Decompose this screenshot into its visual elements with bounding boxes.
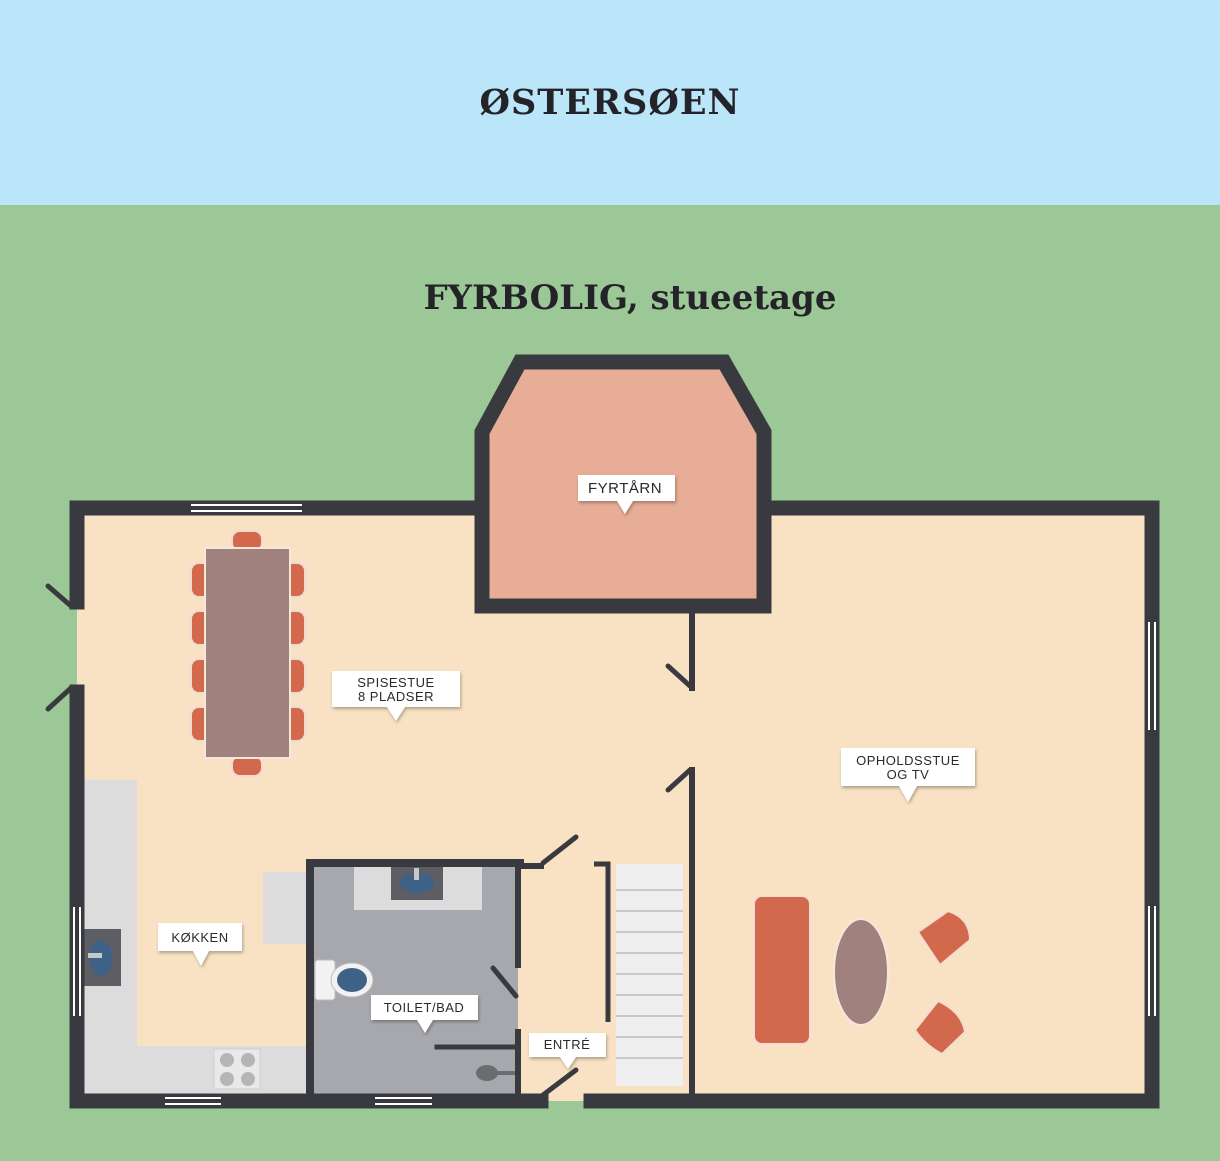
armchairs [913,909,972,1056]
bathroom-sink-icon [391,866,443,900]
sofa [753,895,811,1045]
kitchen-sink-icon [83,929,121,986]
dining-table [204,547,291,759]
room-label-living: OPHOLDSSTUE OG TV [841,748,975,802]
doors [45,583,693,1098]
sea-area [0,0,1220,205]
room-label-dining: SPISESTUE 8 PLADSER [332,671,460,721]
coffee-table [833,918,889,1026]
toilet-icon [314,959,374,1001]
room-label-kitchen: KØKKEN [158,923,242,966]
stove-icon [213,1048,261,1090]
walls [69,354,1160,1109]
dining-label-line1: SPISESTUE [357,675,434,690]
windows [73,504,1156,1105]
bathroom-label-text: TOILET/BAD [384,1000,465,1015]
entrance-label-text: ENTRÉ [544,1037,591,1052]
kitchen-counter [84,780,309,1096]
sea-label: ØSTERSØEN [479,82,741,123]
plan-title: FYRBOLIG, stueetage [423,278,837,318]
lighthouse-label-text: FYRTÅRN [588,480,662,497]
kitchen-label-text: KØKKEN [171,930,228,945]
shower-icon [476,1065,516,1081]
room-label-entrance: ENTRÉ [529,1033,606,1069]
living-label-line1: OPHOLDSSTUE [856,753,960,768]
staircase [594,861,683,1086]
room-label-bathroom: TOILET/BAD [371,995,478,1033]
dining-label-line2: 8 PLADSER [358,689,434,704]
room-label-lighthouse: FYRTÅRN [578,475,675,514]
living-label-line2: OG TV [887,767,930,782]
